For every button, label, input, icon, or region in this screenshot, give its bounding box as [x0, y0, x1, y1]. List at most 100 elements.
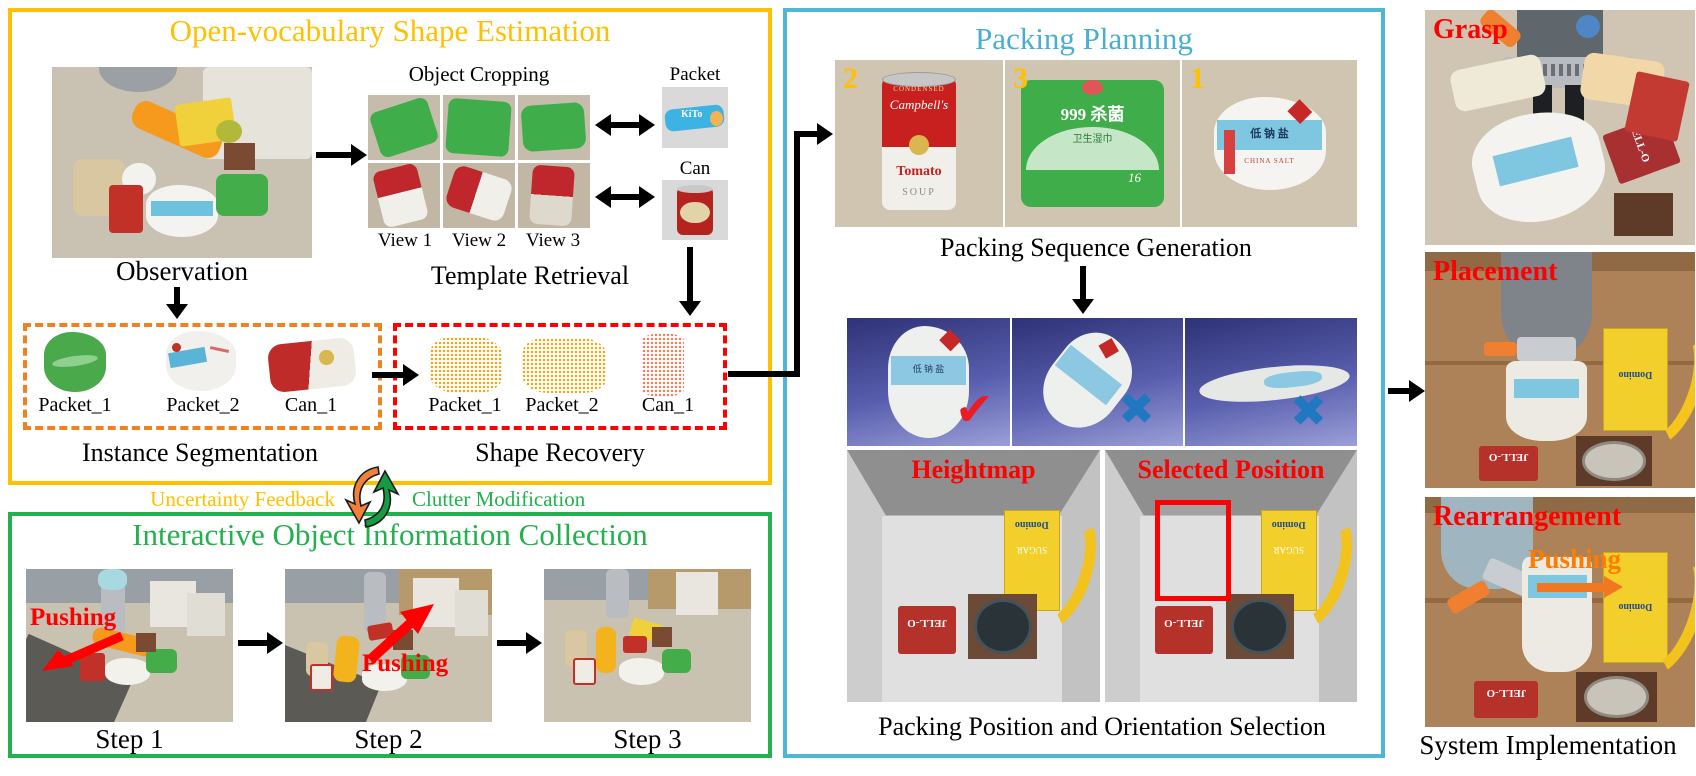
segmented-can1-image: [267, 338, 357, 393]
view2-label: View 2: [451, 230, 507, 251]
condensed-text: CONDENSED: [893, 85, 945, 94]
recovery-to-packing-connector: [794, 134, 800, 377]
template-can-label-shape: [680, 201, 710, 224]
jello-text: JELL-O: [906, 616, 947, 629]
template-can-image: [662, 180, 728, 240]
sequence-number: 1: [1190, 62, 1205, 95]
lamp-base-shape: [98, 67, 177, 92]
observation-to-segmentation-arrow-icon: [166, 287, 188, 319]
crop-tile-can-view3: [518, 163, 590, 228]
step1-to-step2-arrow-icon: [238, 632, 283, 654]
pointcloud-can1: [642, 333, 684, 397]
green-packet-crop-shape: [520, 101, 588, 152]
placement-label: Placement: [1433, 256, 1558, 287]
white-box-shape: [187, 593, 225, 637]
robot-arm-shape: [606, 569, 629, 618]
rearrangement-photo: Domino JELL-O: [1425, 497, 1695, 727]
heightmap-label: Heightmap: [911, 455, 1036, 484]
object-cropping-label: Object Cropping: [408, 62, 550, 86]
jello-box-shape: JELL-O: [1473, 681, 1539, 718]
gripper-vent-shape: [1511, 64, 1625, 76]
brown-cube-shape: [651, 627, 673, 647]
soup-can-red-shape: [882, 76, 956, 147]
bin-back-wall-shape: [1105, 450, 1357, 516]
retrieval-double-arrow-icon: [595, 186, 655, 208]
segmentation-item-label: Can_1: [284, 394, 338, 416]
packed-can-shape: [1584, 676, 1650, 718]
segmentation-to-recovery-arrow-icon: [372, 364, 419, 386]
wipes-logo-shape: [1082, 80, 1103, 96]
sequence-image-wipes: 999 杀菌 卫生湿巾 16: [1005, 60, 1180, 227]
template-to-recovery-arrow-icon: [679, 247, 701, 316]
salt-blue-band-shape: [1217, 120, 1322, 151]
brown-cube-shape: [223, 143, 255, 171]
placed-packet-shape: [1506, 360, 1587, 441]
pushing-arrow-rearrangement-icon: [1537, 576, 1623, 598]
campbells-text: Campbell's: [889, 96, 949, 112]
green-packet-shape: [400, 654, 430, 680]
orientation-render-tilted: [1012, 318, 1183, 446]
template-retrieval-caption: Template Retrieval: [430, 261, 630, 290]
sugar-box-shape: Domino: [1603, 552, 1668, 663]
orange-bottle-shape: [332, 635, 360, 684]
segmented-packet1-image: [43, 331, 107, 393]
template-can-lid-shape: [676, 184, 714, 194]
sequence-number: 2: [843, 62, 858, 95]
green-packet-small-shape: [215, 173, 268, 216]
crop-tile-packet-view3: [518, 95, 590, 160]
robot-wrist-shape: [1516, 336, 1577, 361]
pushing-label-step2: Pushing: [362, 650, 449, 677]
segmented-packet2-image: [165, 328, 237, 394]
recovery-item-label: Can_1: [641, 394, 695, 416]
soup-can-seal-shape: [908, 135, 930, 156]
robot-joint-shape: [98, 569, 128, 591]
packed-can-shape: [1231, 598, 1289, 655]
robot-logo-shape: [1576, 14, 1601, 39]
white-packet-shape: [361, 663, 408, 692]
step3-caption: Step 3: [613, 724, 682, 754]
salt-cn-text: 低 钠 盐: [912, 363, 945, 374]
pushing-arrow-step1-icon: [42, 631, 124, 671]
count16-text: 16: [1128, 170, 1141, 186]
pear-shape: [215, 120, 242, 144]
green-packet-crop-shape: [368, 95, 440, 160]
instance-segmentation-box: [23, 323, 382, 430]
recovery-item-label: Packet_2: [525, 394, 599, 416]
selected-position-rect: [1155, 500, 1231, 602]
jello-text: JELL-O: [1164, 616, 1205, 629]
can-gold-seal-shape: [319, 350, 334, 366]
pushing-label-rearrangement: Pushing: [1528, 544, 1622, 574]
green-packet-shape: [661, 648, 691, 674]
rearrangement-label: Rearrangement: [1433, 501, 1622, 532]
background-wall-shape: [544, 569, 648, 600]
shape-recovery-box: [393, 323, 727, 430]
sugar-box-shape: Domino: [1603, 327, 1668, 432]
shape-recovery-caption: Shape Recovery: [475, 438, 645, 467]
uncertainty-feedback-label: Uncertainty Feedback: [150, 487, 335, 511]
jello-text: JELL-O: [1488, 451, 1529, 464]
white-box-shape: [676, 572, 718, 615]
step1-caption: Step 1: [95, 724, 164, 754]
recovery-to-packing-arrow-icon: [794, 123, 833, 145]
paper-roll-shape: [564, 630, 588, 667]
render-band-shape: [891, 356, 966, 385]
packed-can-shape: [973, 598, 1032, 655]
recovery-to-packing-connector: [728, 371, 800, 377]
shape-estimation-title: Open-vocabulary Shape Estimation: [169, 13, 611, 48]
packet2-logo-shape: [172, 342, 181, 352]
green-packet-crop-shape: [445, 98, 513, 157]
salt-cn-text: 低 钠 盐: [1250, 128, 1289, 141]
jello-box-shape: JELL-O: [1479, 445, 1539, 481]
template-packet-image: KiTo: [662, 87, 728, 148]
kito-text: KiTo: [681, 108, 703, 120]
template-packet-label: Packet: [669, 64, 721, 85]
wipes-text: 卫生湿巾: [1072, 134, 1113, 146]
orange-bottle-shape: [595, 627, 617, 674]
white-packet-shape: [104, 657, 151, 686]
green-packet-shape: [146, 648, 178, 674]
planning-to-implementation-arrow-icon: [1388, 380, 1425, 402]
grasp-photo: JELL-O: [1425, 10, 1695, 245]
packet-band-shape: [1514, 379, 1579, 399]
white-packet-shape: [618, 657, 665, 686]
